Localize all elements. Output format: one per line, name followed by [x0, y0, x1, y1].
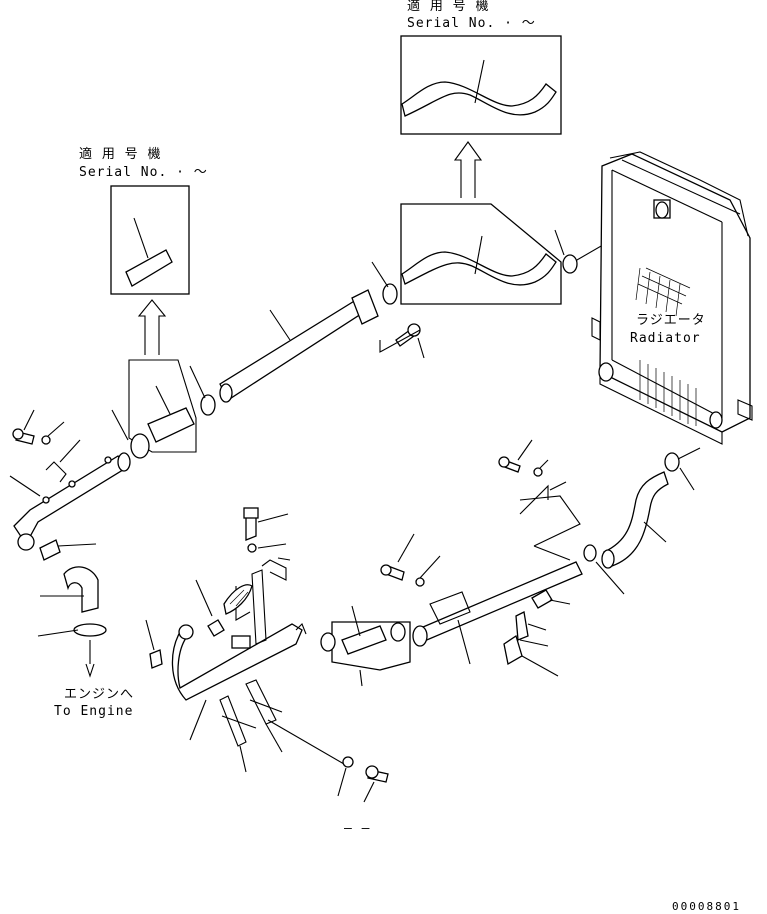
lower-sleeve-hose: [320, 605, 411, 687]
lower-radiator-connect: [664, 447, 701, 491]
upper-hose-detail-box: [400, 35, 562, 135]
sleeve-bracket-outline: [111, 359, 197, 459]
sleeve-arrow: [137, 299, 167, 355]
radiator-assembly: [591, 151, 753, 445]
left-pipe: [9, 409, 131, 561]
radiator-core-hatch: [635, 267, 691, 317]
radiator-bottom-tank: [598, 360, 723, 445]
engine-label-jp: エンジンへ: [64, 687, 135, 702]
radiator-label-jp: ラジエータ: [636, 313, 706, 328]
lower-right-hose: [583, 471, 669, 595]
bottom-bolt: [337, 756, 389, 803]
upper-arrow: [453, 141, 483, 198]
engine-label-en: To Engine: [54, 704, 134, 719]
sleeve-hose-detail-box: [110, 185, 190, 295]
lower-right-pipe: [380, 439, 583, 677]
serial-note-top-serial: Serial No. · ～: [407, 16, 536, 31]
radiator-label-en: Radiator: [630, 331, 701, 346]
bottom-mark: – –: [344, 821, 371, 836]
serial-note-left-title: 適 用 号 機: [79, 147, 162, 162]
lower-left-pipe: [145, 507, 345, 773]
drawing-number: 00008801: [672, 900, 741, 913]
serial-note-left-serial: Serial No. · ～: [79, 165, 208, 180]
upper-pipe: [189, 261, 425, 416]
upper-hose-box: [400, 203, 565, 305]
engine-elbow-hose: [37, 566, 107, 678]
serial-note-top-title: 適 用 号 機: [407, 0, 490, 14]
